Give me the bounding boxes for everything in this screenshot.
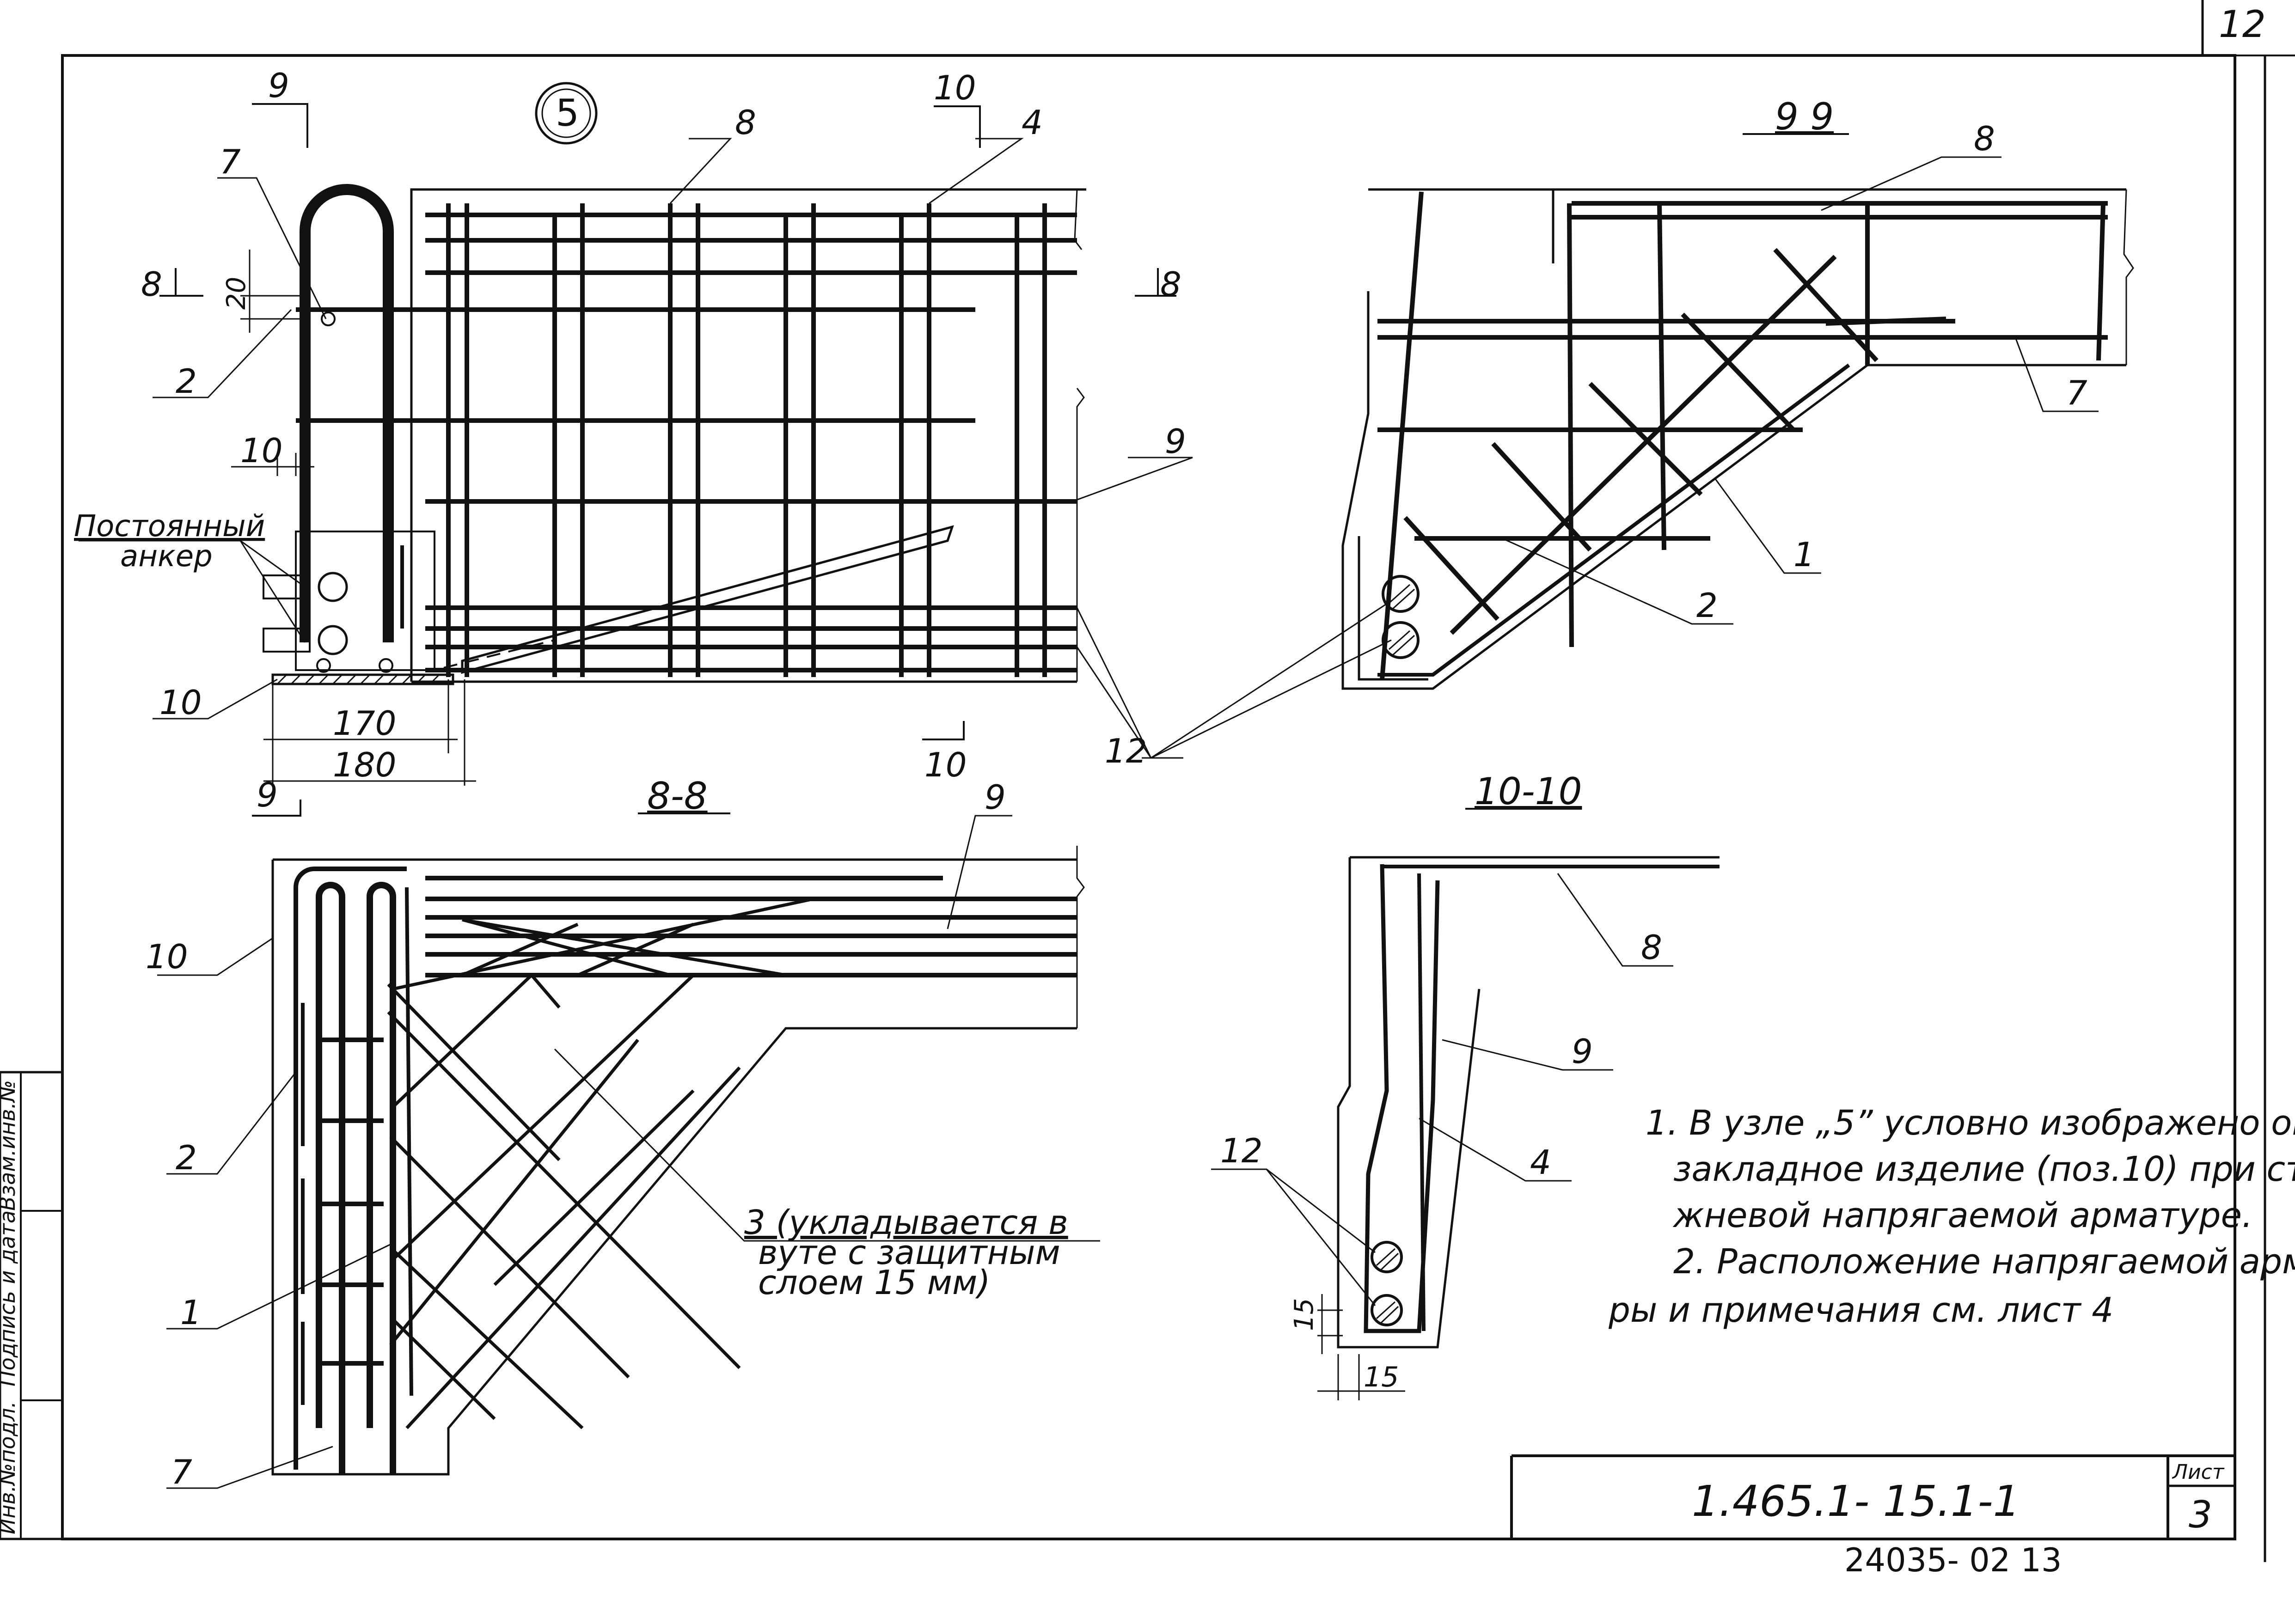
bottom-stamp: 24035- 02 13 (1844, 1541, 2062, 1579)
corner-sheet-number: 12 (2219, 3, 2266, 46)
node-callout-10: 10 (159, 683, 202, 722)
section-8-8-callout-1: 1 (180, 1293, 202, 1332)
node-callout-8: 8 (735, 103, 756, 142)
section-10-10-title: 10-10 (1475, 770, 1582, 813)
section-10-10-drawing (1211, 808, 1720, 1400)
node-callout-12: 12 (1105, 732, 1147, 770)
node-mark-10-bottom: 10 (924, 745, 967, 784)
section-8-8-callout-9: 9 (985, 778, 1006, 817)
node-callout-2: 2 (176, 362, 197, 401)
notes-line3: жневой напрягаемой арматуре. (1672, 1196, 2253, 1235)
sheet-frame (61, 0, 2295, 1562)
section-9-9-title: 9 9 (1775, 95, 1834, 138)
section-9-9-callout-1: 1 (1793, 535, 1815, 574)
section-10-10-callout-4: 4 (1530, 1143, 1551, 1182)
list-number: 3 (2189, 1493, 2212, 1536)
section-9-9-callout-7: 7 (2066, 373, 2087, 412)
section-10-10-dim-15-vertical: 15 (1289, 1298, 1319, 1331)
node-5-marker: 5 (556, 92, 579, 134)
anchor-label-line2: анкер (120, 539, 213, 574)
side-strip-col1: Инв.№подл. (0, 1401, 20, 1534)
node-mark-10-top: 10 (934, 68, 976, 107)
section-8-8-callout-7: 7 (171, 1453, 192, 1491)
notes-line1: 1. В узле „5” условно изображено опорное (1646, 1103, 2295, 1143)
section-10-10-callout-9: 9 (1572, 1032, 1593, 1071)
title-block (1510, 1454, 2235, 1539)
section-10-10-callout-8: 8 (1641, 928, 1662, 967)
node-5-drawing (79, 82, 1392, 817)
notes-line2: закладное изделие (поз.10) при стер- (1673, 1149, 2295, 1189)
notes-line5: ры и примечания см. лист 4 (1608, 1290, 2113, 1330)
note3-line1: 3 (укладывается в (744, 1203, 1068, 1242)
designation-code: 1.465.1- 15.1-1 (1692, 1477, 2020, 1526)
notes-line4: 2. Расположение напрягаемой армату- (1673, 1242, 2295, 1282)
anchor-label-line1: Постоянный (74, 509, 265, 543)
node-dim-20: 20 (221, 277, 251, 310)
node-dim-180: 180 (333, 745, 396, 784)
node-callout-4: 4 (1022, 103, 1043, 142)
side-strip (0, 1071, 64, 1540)
side-strip-col2: Подпись и дата (0, 1210, 20, 1386)
node-callout-7: 7 (220, 142, 241, 181)
note3-line3: слоем 15 мм) (758, 1263, 990, 1302)
node-dim-10: 10 (240, 431, 283, 470)
node-mark-9-top: 9 (268, 66, 289, 105)
section-8-8-title: 8-8 (647, 775, 708, 818)
side-strip-col3: Взам.инв.№ (0, 1080, 20, 1211)
section-8-8-callout-10: 10 (146, 937, 188, 976)
node-mark-8-left: 8 (141, 265, 162, 304)
node-mark-9-bottom: 9 (257, 775, 278, 814)
section-10-10-dim-15-horizontal: 15 (1364, 1361, 1399, 1393)
section-10-10-callout-12: 12 (1220, 1131, 1263, 1170)
section-8-8-drawing (157, 812, 1100, 1489)
note3-line2: вуте с защитным (758, 1233, 1060, 1272)
node-callout-9: 9 (1165, 422, 1186, 461)
node-dim-170: 170 (333, 704, 396, 743)
node-mark-8-right: 8 (1160, 265, 1181, 304)
section-8-8-callout-2: 2 (176, 1138, 197, 1177)
list-label: Лист (2172, 1460, 2225, 1484)
section-9-9-callout-2: 2 (1696, 586, 1718, 625)
section-9-9-drawing (1341, 133, 2134, 690)
section-9-9-callout-8: 8 (1974, 119, 1995, 158)
